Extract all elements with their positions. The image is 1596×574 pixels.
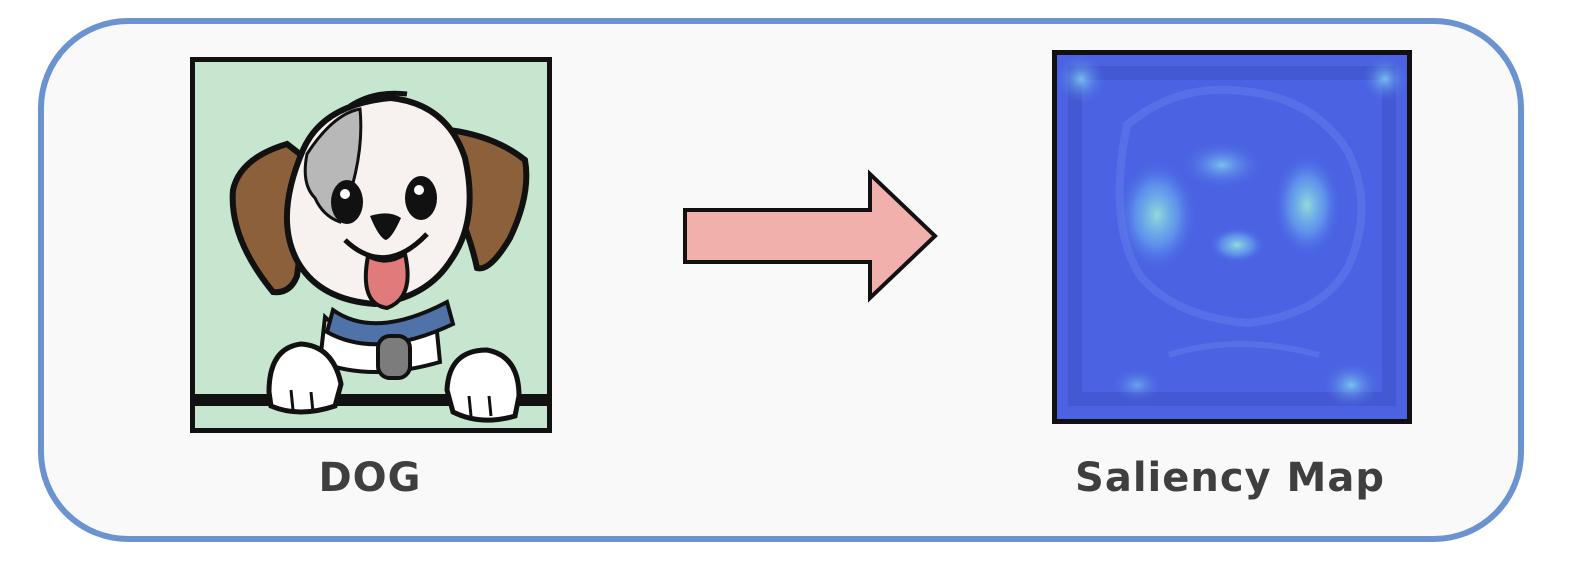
left-eye bbox=[331, 180, 363, 224]
cartoon-dog-icon bbox=[195, 90, 547, 423]
saliency-hotspot-center bbox=[1209, 227, 1265, 263]
dog-image bbox=[190, 57, 552, 433]
nose bbox=[370, 213, 401, 240]
transform-arrow bbox=[680, 166, 942, 306]
right-eye bbox=[405, 176, 437, 220]
saliency-map-image bbox=[1052, 50, 1412, 424]
left-paw bbox=[266, 341, 344, 415]
saliency-hotspot-left bbox=[1117, 159, 1197, 271]
saliency-heatmap bbox=[1057, 55, 1407, 419]
saliency-map-caption: Saliency Map bbox=[1075, 455, 1385, 501]
right-paw bbox=[444, 347, 522, 423]
collar-tag bbox=[376, 334, 412, 380]
saliency-hotspot-right bbox=[1273, 153, 1341, 257]
dog-caption: DOG bbox=[318, 455, 422, 501]
right-arrow-icon bbox=[683, 169, 938, 303]
collar bbox=[324, 299, 456, 347]
tongue bbox=[363, 250, 410, 311]
